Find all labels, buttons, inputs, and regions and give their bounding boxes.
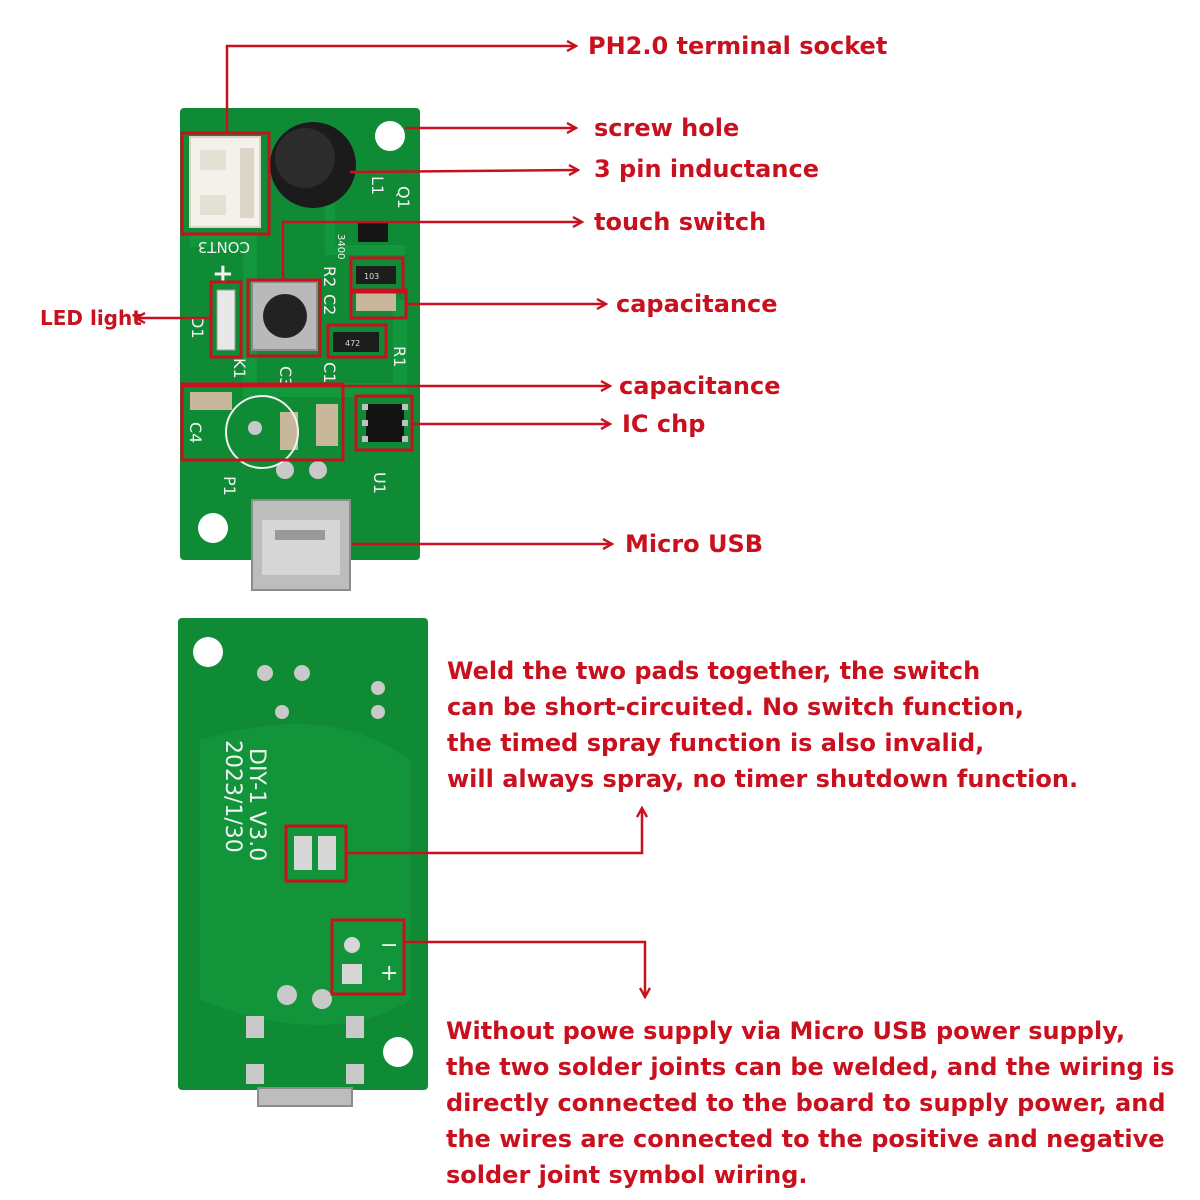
callout-3-pin-inductance: 3 pin inductance xyxy=(594,155,819,183)
circle-silkscreen-outline xyxy=(225,395,299,469)
capacitor-c1 xyxy=(316,404,338,446)
inductor-component xyxy=(270,122,356,208)
callout-micro-usb: Micro USB xyxy=(625,530,764,558)
switch-short-pad-right xyxy=(318,836,336,870)
leader-ph20 xyxy=(225,46,576,133)
callout-ph20-terminal-socket: PH2.0 terminal socket xyxy=(588,32,888,60)
leader-power-pads xyxy=(404,940,645,997)
silk-3400: 3400 xyxy=(335,234,346,259)
switch-short-pad-left xyxy=(294,836,312,870)
silk-r1: R1 xyxy=(390,346,409,367)
silk-cont3: CONT3 xyxy=(198,238,250,256)
silk-d1: D1 xyxy=(188,316,207,339)
micro-usb-underside xyxy=(257,1087,353,1107)
screw-hole-top-right xyxy=(375,121,405,151)
touch-switch-component xyxy=(251,281,318,351)
power-pad-negative xyxy=(344,937,360,953)
silk-minus: − xyxy=(380,933,398,958)
silk-c4: C4 xyxy=(186,422,205,443)
note-power-line: the two solder joints can be welded, and… xyxy=(446,1053,1175,1081)
resistor-r1 xyxy=(333,332,379,352)
capacitor-c2 xyxy=(356,293,396,311)
callout-capacitance-2: capacitance xyxy=(619,372,781,400)
led-component xyxy=(216,289,236,351)
silk-date: 2023/1/30 xyxy=(220,740,245,853)
top-callout-lines xyxy=(136,46,612,544)
silk-c1: C1 xyxy=(320,362,339,383)
screw-hole-bottom-bottom xyxy=(383,1037,413,1067)
leader-inductance xyxy=(349,170,578,172)
screw-hole-bottom-top xyxy=(193,637,223,667)
callout-led-light: LED light xyxy=(40,306,142,330)
note-power-line: Without powe supply via Micro USB power … xyxy=(446,1017,1126,1045)
note-weld-line: will always spray, no timer shutdown fun… xyxy=(447,765,1079,793)
note-weld-pads: Weld the two pads together, the switch c… xyxy=(447,653,1078,797)
leader-touch-switch xyxy=(281,222,582,280)
note-power-line: directly connected to the board to suppl… xyxy=(446,1089,1166,1117)
silk-plus: + xyxy=(212,259,234,289)
silk-plus-bottom: + xyxy=(380,961,398,986)
note-power-line: solder joint symbol wiring. xyxy=(446,1161,808,1189)
note-weld-line: Weld the two pads together, the switch xyxy=(447,657,981,685)
silk-k1: K1 xyxy=(230,358,249,379)
note-weld-line: can be short-circuited. No switch functi… xyxy=(447,693,1025,721)
silk-r2: R2 xyxy=(320,266,339,287)
callout-screw-hole: screw hole xyxy=(594,114,740,142)
silk-l1: L1 xyxy=(368,176,387,195)
power-pad-positive xyxy=(342,964,362,984)
callout-capacitance-1: capacitance xyxy=(616,290,778,318)
note-power-supply: Without powe supply via Micro USB power … xyxy=(446,1013,1175,1193)
capacitor-c4 xyxy=(190,392,232,410)
micro-usb-port xyxy=(251,499,351,591)
top-pcb-board: CONT3 + D1 K1 L1 Q1 R2 C2 R1 C3 C1 C4 U1… xyxy=(180,108,420,591)
silk-model: DIY-1 V3.0 xyxy=(244,748,269,861)
ph20-terminal-socket xyxy=(189,136,261,228)
note-weld-line: the timed spray function is also invalid… xyxy=(447,729,985,757)
capacitor-c3 xyxy=(280,412,298,450)
transistor-q1 xyxy=(358,222,388,242)
silk-c3: C3 xyxy=(276,366,295,387)
screw-hole-top-left xyxy=(198,513,228,543)
resistor-r2 xyxy=(356,266,396,284)
bottom-pcb-board: DIY-1 V3.0 2023/1/30 − + xyxy=(178,618,428,1107)
callout-touch-switch: touch switch xyxy=(594,208,767,236)
silk-472: 472 xyxy=(345,339,360,348)
ic-chip-component xyxy=(362,404,408,442)
note-power-line: the wires are connected to the positive … xyxy=(446,1125,1165,1153)
callout-ic-chip: IC chp xyxy=(622,410,706,438)
bottom-callout-lines xyxy=(346,808,645,997)
silk-p1: P1 xyxy=(220,476,239,496)
silk-c2: C2 xyxy=(320,294,339,315)
highlight-power-pads xyxy=(330,918,406,996)
silk-u1: U1 xyxy=(370,472,389,494)
leader-weld-pads xyxy=(346,808,642,855)
silk-103: 103 xyxy=(364,272,379,281)
silk-q1: Q1 xyxy=(394,186,413,209)
